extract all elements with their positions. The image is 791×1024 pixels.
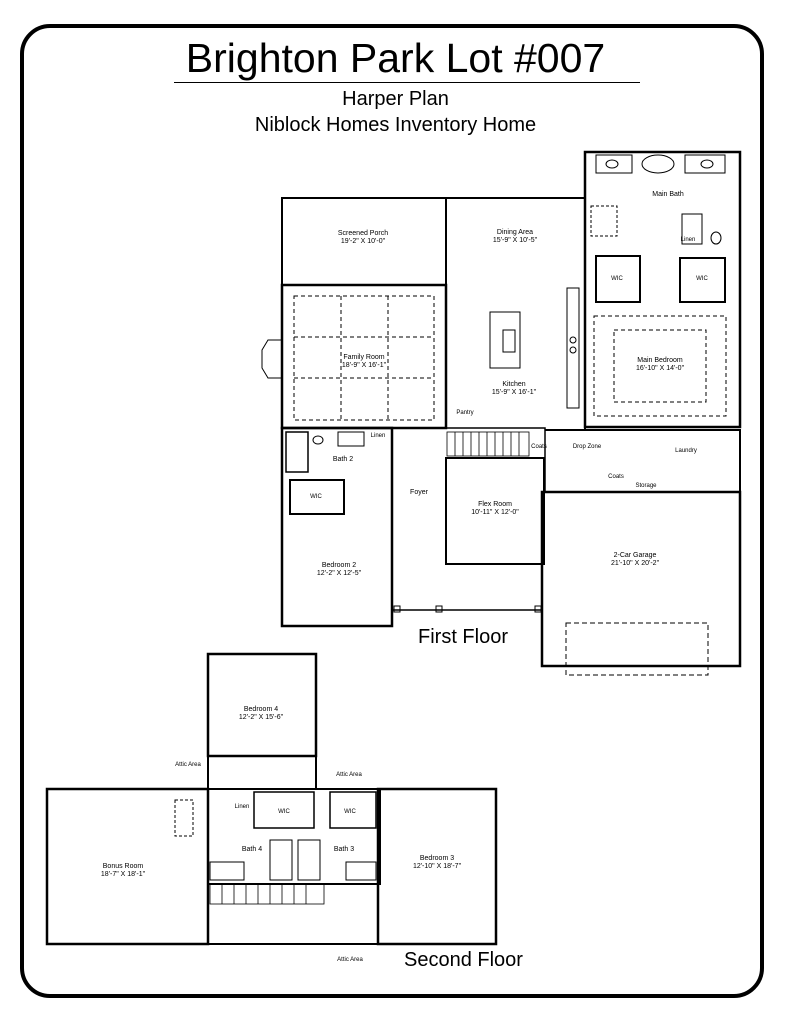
wic-right-label: WIC (696, 276, 708, 282)
kitchen-dims: 15'-9" X 16'-1" (492, 389, 537, 396)
wic-bed2-label: WIC (310, 494, 322, 500)
first-floor-plan (261, 150, 742, 676)
attic-area-label-1: Attic Area (175, 762, 201, 768)
page-title: Brighton Park Lot #007 (185, 35, 606, 81)
main-bedroom-label: Main Bedroom (637, 357, 683, 364)
coats-label-2: Coats (608, 474, 624, 480)
linen-main-label: Linen (681, 237, 696, 243)
bedroom-4-label: Bedroom 4 (244, 706, 278, 713)
wic-left-label: WIC (611, 276, 623, 282)
linen-bath2-label: Linen (371, 433, 386, 439)
bedroom-4-dims: 12'-2" X 15'-6" (239, 714, 284, 721)
bedroom-2-dims: 12'-2" X 12'-5" (317, 570, 362, 577)
bedroom-4-wall (206, 652, 318, 758)
bonus-room-label: Bonus Room (103, 863, 144, 870)
first-floor-label: First Floor (418, 626, 508, 648)
bedroom-2-label: Bedroom 2 (322, 562, 356, 569)
main-bath-label: Main Bath (652, 191, 684, 198)
flex-room-wall (445, 457, 545, 565)
garage-dims: 21'-10" X 20'-2" (611, 560, 660, 567)
screened-porch-label: Screened Porch (338, 230, 388, 237)
bedroom-3-label: Bedroom 3 (420, 855, 454, 862)
attic-area-label-3: Attic Area (337, 957, 363, 963)
attic-area-label-2: Attic Area (336, 772, 362, 778)
laundry-label: Laundry (675, 448, 697, 454)
coats-label-1: Coats (531, 444, 547, 450)
bedroom-3-wall (376, 787, 498, 946)
bath-4-label: Bath 4 (242, 846, 262, 853)
flex-room-dims: 10'-11" X 12'-0" (471, 509, 519, 516)
bath-2-label: Bath 2 (333, 456, 353, 463)
family-room-dims: 18'-9" X 16'-1" (342, 362, 387, 369)
title-underline (174, 82, 640, 83)
pantry-label: Pantry (456, 410, 473, 416)
page-border (20, 24, 764, 998)
screened-porch-dims: 19'-2" X 10'-0" (341, 238, 386, 245)
family-room-label: Family Room (343, 354, 384, 361)
second-floor-label: Second Floor (404, 949, 523, 971)
storage-label: Storage (635, 483, 657, 489)
wic-b-label: WIC (344, 809, 356, 815)
wic-a-label: WIC (278, 809, 290, 815)
bedroom-3-dims: 12'-10" X 18'-7" (413, 863, 462, 870)
kitchen-label: Kitchen (502, 381, 525, 388)
plan-name: Harper Plan (342, 88, 449, 110)
builder-line: Niblock Homes Inventory Home (254, 114, 537, 136)
dining-area-label: Dining Area (497, 229, 533, 236)
garage-label: 2-Car Garage (614, 552, 657, 559)
linen-2f-label: Linen (235, 804, 250, 810)
second-floor-plan (45, 652, 498, 946)
bonus-room-dims: 18'-7" X 18'-1" (101, 871, 146, 878)
drop-zone-label: Drop Zone (573, 444, 602, 450)
flex-room-label: Flex Room (478, 501, 512, 508)
foyer-label: Foyer (410, 489, 429, 496)
main-bedroom-dims: 16'-10" X 14'-0" (636, 365, 685, 372)
garage-wall (540, 490, 742, 668)
dining-area-dims: 15'-9" X 10'-5" (493, 237, 538, 244)
bath-3-label: Bath 3 (334, 846, 354, 853)
